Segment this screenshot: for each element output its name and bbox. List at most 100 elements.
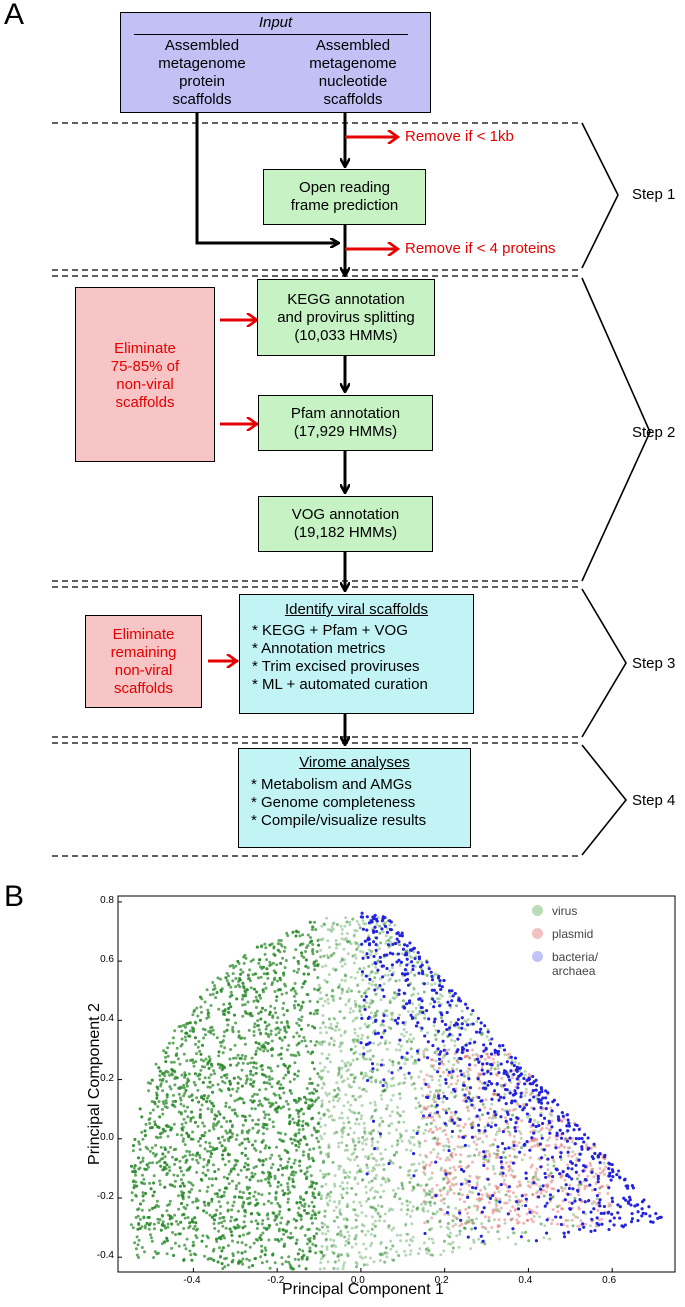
virus-point [446,1222,450,1225]
virus-point [451,1033,454,1037]
virus-point [378,1252,382,1256]
plasmid-point [602,1168,606,1172]
virus-point [425,1155,429,1159]
virus-point [320,1086,324,1090]
virus-point [584,1212,587,1216]
virus-point [282,1063,286,1066]
virus-point [345,1186,349,1190]
virus-point [442,1239,446,1243]
virus-point [496,1064,500,1067]
virus-point [376,1204,380,1208]
virus-point [351,917,355,921]
virus-point [140,1181,144,1185]
virus-point [425,1031,429,1035]
virus-point [327,1151,330,1155]
virus-point [207,1066,211,1070]
virus-point [321,1254,325,1258]
virus-point [215,1114,219,1118]
virus-point [433,1136,437,1140]
virus-point [319,948,322,952]
virus-point [266,1041,270,1045]
virus-point [183,1091,187,1095]
virus-point [316,1122,320,1126]
virus-point [267,1238,271,1242]
virus-point [196,1088,200,1092]
virus-point [228,1128,232,1132]
virus-point [332,921,336,925]
virus-point [407,1169,410,1173]
virus-point [337,1258,341,1262]
plasmid-point [517,1214,521,1218]
virus-point [280,1256,284,1260]
virus-point [246,1163,250,1167]
virus-point [376,971,379,975]
virus-point [197,1077,201,1081]
plasmid-point [577,1207,581,1211]
plasmid-point [493,1138,497,1142]
virus-point [397,1060,401,1064]
virus-point [425,1183,429,1187]
virus-point [414,1061,418,1065]
virus-point [264,1008,267,1012]
virus-point [548,1237,552,1241]
virus-point [164,1080,168,1083]
virus-point [425,1251,429,1255]
virus-point [370,962,374,966]
virus-point [319,1069,323,1073]
virus-point [340,1080,344,1084]
virus-point [268,1082,272,1086]
virus-point [151,1108,155,1112]
virus-point [261,1231,265,1235]
virus-point [321,1255,325,1259]
virus-point [504,1156,507,1159]
virus-point [295,1021,299,1025]
virus-point [425,1192,429,1196]
virus-point [246,1137,250,1141]
virus-point [340,1074,344,1078]
virus-point [206,1085,210,1089]
virus-point [285,1229,289,1233]
virus-point [512,1231,516,1235]
plasmid-point [598,1167,602,1170]
virus-point [212,1163,215,1167]
virus-point [408,1243,411,1247]
virus-point [161,1220,165,1224]
virus-point [240,1251,244,1255]
virus-point [367,987,371,991]
virus-point [230,1233,234,1237]
virus-point [258,958,261,962]
virus-point [256,1238,260,1242]
virus-point [352,1094,355,1098]
virus-point [195,1152,199,1155]
virus-point [218,1040,222,1044]
virus-point [483,1125,487,1129]
plasmid-point [511,1205,515,1209]
virus-point [342,1016,346,1020]
virus-point [149,1236,153,1240]
plasmid-point [570,1218,574,1222]
virus-point [382,922,386,926]
virus-point [280,1262,284,1266]
virus-point [337,1066,341,1070]
virus-point [222,1219,226,1223]
virus-point [568,1146,572,1150]
virus-point [298,934,302,938]
virus-point [465,1219,469,1223]
plasmid-point [539,1191,543,1195]
virus-point [248,1186,251,1190]
virus-point [198,1189,202,1193]
virus-point [332,1251,336,1255]
plasmid-point [600,1217,604,1221]
virus-point [389,1011,393,1015]
virus-point [173,1179,177,1183]
virus-point [304,1267,308,1271]
virus-point [264,1041,268,1045]
virus-point [321,1014,325,1017]
virus-point [491,1143,495,1147]
virus-point [343,1031,347,1035]
virus-point [197,1100,201,1104]
virus-point [321,1231,324,1235]
virus-point [393,1153,396,1157]
plasmid-point [534,1170,538,1174]
virus-point [366,1025,370,1029]
